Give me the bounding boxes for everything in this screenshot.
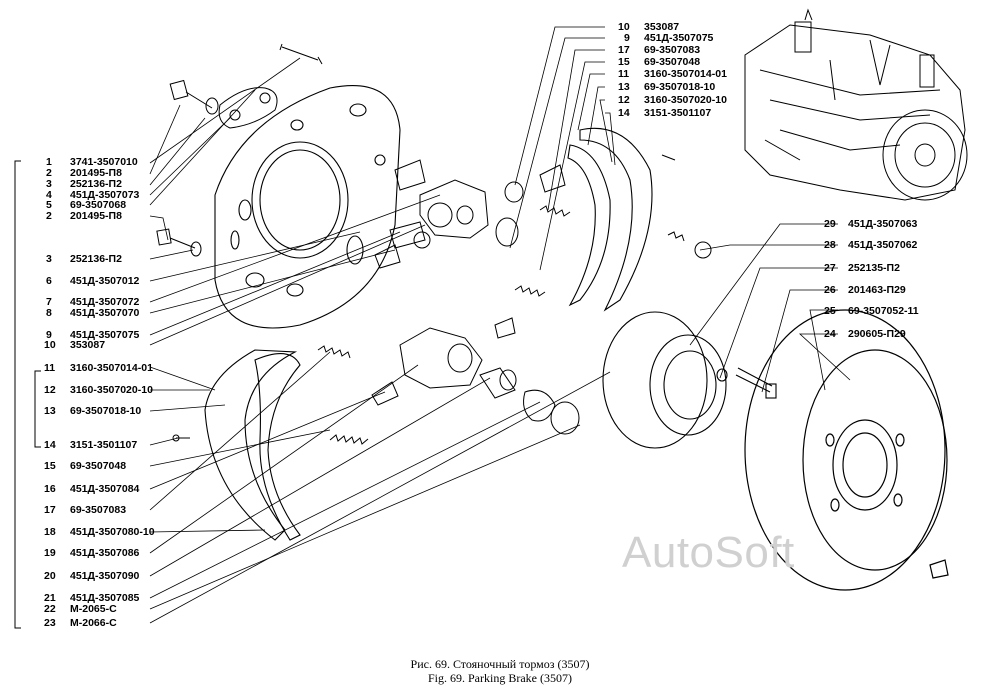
callout-num: 14 — [44, 439, 56, 451]
part-number-label: 451Д-3507085 — [70, 592, 140, 604]
callout-num: 8 — [46, 307, 52, 319]
callout-num: 5 — [46, 199, 52, 211]
part-number-label: 3160-3507014-01 — [70, 362, 153, 374]
left-leader-lines — [149, 57, 611, 624]
callout-num: 15 — [618, 56, 630, 68]
part-number-label: 451Д-3507063 — [848, 218, 918, 230]
part-number-label: 353087 — [644, 21, 680, 33]
brake-shoe-lower — [204, 349, 301, 541]
callout-num: 2 — [46, 210, 52, 222]
part-number-label: 451Д-3507086 — [70, 547, 140, 559]
part-number-label: 69-3507083 — [644, 44, 701, 56]
brake-drum — [744, 309, 949, 591]
left-brackets — [14, 160, 41, 629]
small-parts — [172, 154, 676, 442]
part-number-label: 451Д-3507090 — [70, 570, 140, 582]
callout-num: 29 — [824, 218, 836, 230]
engine-illustration — [744, 8, 968, 201]
callout-num: 11 — [618, 68, 630, 80]
part-number-label: 451Д-3507075 — [644, 32, 714, 44]
caption-ru: Рис. 69. Стояночный тормоз (3507) — [410, 657, 590, 671]
part-number-label: 451Д-3507075 — [70, 329, 140, 341]
part-number-label: 252136-П2 — [70, 178, 122, 190]
callout-num: 10 — [618, 21, 630, 33]
callout-num: 28 — [824, 239, 836, 251]
callout-num: 26 — [824, 284, 836, 296]
callout-num: 18 — [44, 526, 56, 538]
part-number-label: 451Д-3507062 — [848, 239, 918, 251]
part-number-label: 3151-3501107 — [70, 439, 138, 451]
callout-num: 16 — [44, 483, 56, 495]
callout-num: 21 — [44, 592, 56, 604]
part-number-label: 3741-3507010 — [70, 156, 138, 168]
callout-num: 23 — [44, 617, 56, 629]
callout-num: 3 — [46, 253, 52, 265]
callout-num: 22 — [44, 603, 56, 615]
part-number-label: 69-3507068 — [70, 199, 127, 211]
callout-num: 15 — [44, 460, 56, 472]
part-number-label: М-2066-С — [70, 617, 117, 629]
watermark: AutoSoft — [622, 528, 795, 577]
caption-en: Fig. 69. Parking Brake (3507) — [428, 671, 572, 685]
part-number-label: 451Д-3507070 — [70, 307, 140, 319]
callout-num: 14 — [618, 107, 630, 119]
part-number-label: 3160-3507020-10 — [644, 94, 727, 106]
part-number-label: 252136-П2 — [70, 253, 122, 265]
part-number-label: 451Д-3507080-10 — [70, 526, 155, 538]
part-number-label: М-2065-С — [70, 603, 117, 615]
callout-num: 4 — [46, 189, 52, 201]
part-number-label: 3160-3507020-10 — [70, 384, 153, 396]
expander-upper — [374, 159, 524, 269]
part-number-label: 451Д-3507073 — [70, 189, 140, 201]
callout-num: 12 — [618, 94, 630, 106]
callout-num: 13 — [618, 81, 630, 93]
part-number-label: 3151-3501107 — [644, 107, 712, 119]
brake-shoe-upper — [567, 127, 653, 312]
callout-num: 6 — [46, 275, 52, 287]
callout-num: 17 — [44, 504, 56, 516]
part-number-label: 451Д-3507072 — [70, 296, 140, 308]
backing-plate — [214, 84, 401, 329]
callout-num: 25 — [824, 305, 836, 317]
callout-num: 7 — [46, 296, 52, 308]
callout-num: 3 — [46, 178, 52, 190]
part-number-label: 201495-П8 — [70, 167, 122, 179]
callout-num: 12 — [44, 384, 56, 396]
callout-num: 20 — [44, 570, 56, 582]
part-number-label: 69-3507048 — [70, 460, 127, 472]
part-number-label: 69-3507052-11 — [848, 305, 919, 317]
part-number-label: 3160-3507014-01 — [644, 68, 727, 80]
springs — [317, 164, 712, 445]
top-leader-lines — [509, 26, 851, 393]
expander-lower — [371, 327, 580, 435]
part-number-label: 69-3507083 — [70, 504, 127, 516]
part-number-label: 69-3507018-10 — [70, 405, 142, 417]
part-number-label: 201463-П29 — [848, 284, 906, 296]
part-number-label: 201495-П8 — [70, 210, 122, 222]
part-number-label: 252135-П2 — [848, 262, 900, 274]
callout-num: 27 — [824, 262, 836, 274]
callout-num: 24 — [824, 328, 836, 340]
callout-num: 9 — [46, 329, 52, 341]
part-number-label: 69-3507018-10 — [644, 81, 716, 93]
callout-num: 10 — [44, 339, 56, 351]
part-number-label: 69-3507048 — [644, 56, 701, 68]
callout-num: 11 — [44, 362, 56, 374]
callout-num: 13 — [44, 405, 56, 417]
callout-num: 2 — [46, 167, 52, 179]
part-number-label: 290605-П29 — [848, 328, 906, 340]
part-number-label: 451Д-3507012 — [70, 275, 140, 287]
fasteners-left — [156, 43, 323, 257]
part-number-label: 451Д-3507084 — [70, 483, 140, 495]
callout-num: 9 — [624, 32, 630, 44]
callout-num: 17 — [618, 44, 630, 56]
callout-num: 19 — [44, 547, 56, 559]
callout-num: 1 — [46, 156, 52, 168]
part-number-label: 353087 — [70, 339, 106, 351]
hub-flange — [602, 311, 777, 449]
